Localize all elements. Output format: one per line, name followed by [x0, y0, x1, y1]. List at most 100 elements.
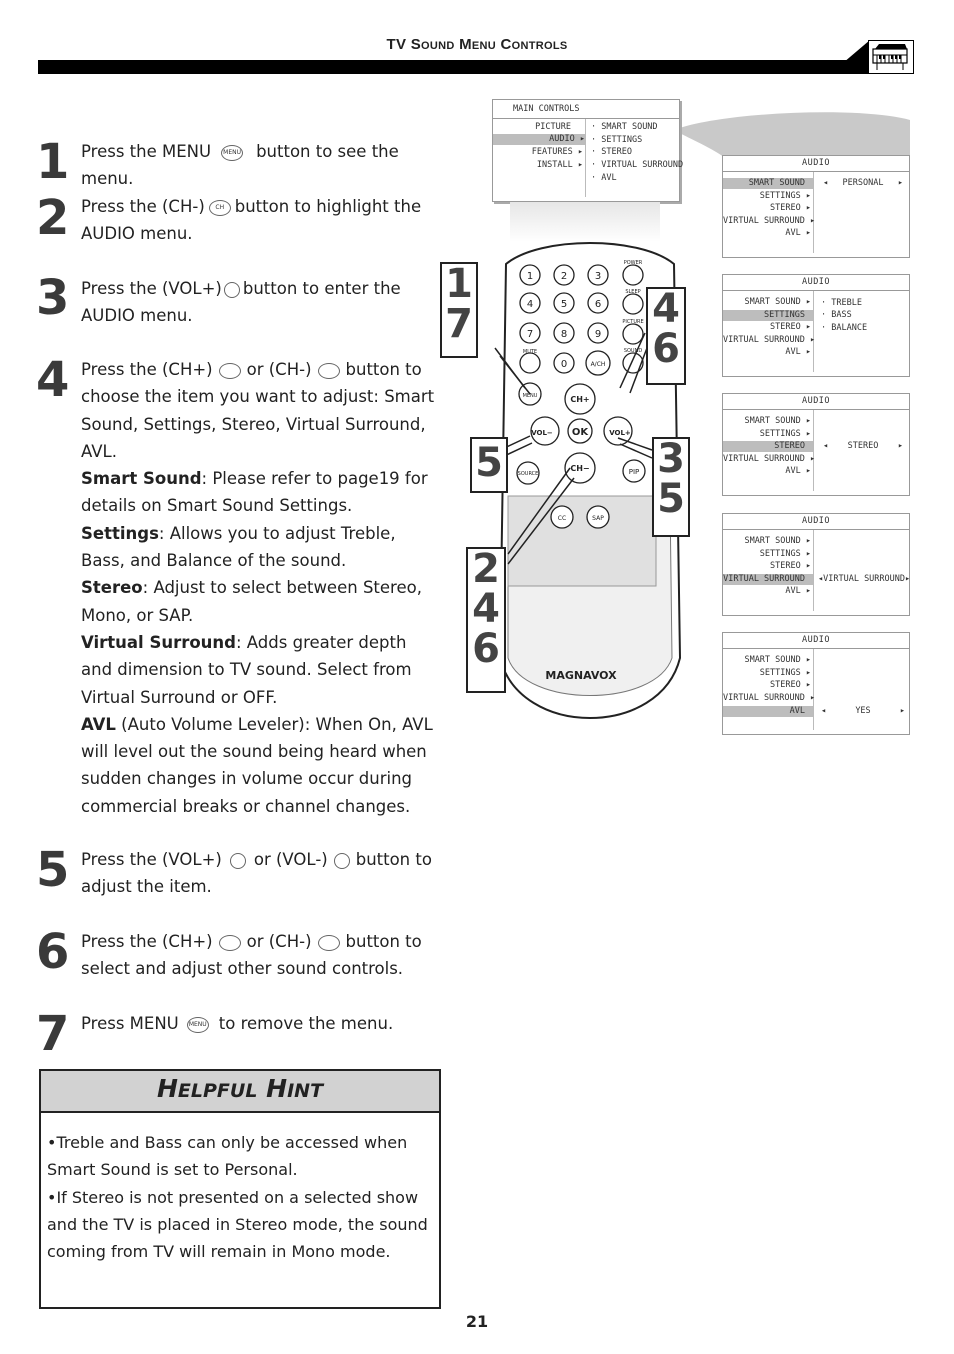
audio-menu-avl: AUDIO SMART SOUND ▸ SETTINGS ▸ STEREO ▸ …: [722, 632, 910, 735]
menu-item: SMART SOUND ▸: [744, 655, 811, 665]
menu-item-selected: SETTINGS: [723, 310, 813, 321]
helpful-hint-header: [41, 1071, 439, 1113]
step-number: 5: [36, 842, 70, 898]
vol-minus-label: VOL−: [531, 429, 553, 437]
menu-item: SETTINGS ▸: [759, 429, 811, 439]
submenu-item: · BALANCE: [821, 323, 868, 333]
menu-value: ◂PERSONAL▸: [823, 178, 903, 188]
helpful-hint-body: •Treble and Bass can only be accessed wh…: [47, 1129, 437, 1265]
menu-item: AVL ▸: [785, 347, 811, 357]
remote-control: 1 2 3 4 5 6 7 8 9 0 POWER SLEEP PICTURE …: [494, 242, 682, 719]
menu-item-selected: SMART SOUND: [723, 178, 813, 189]
menu-item: FEATURES ▸: [531, 147, 583, 157]
term-smart-sound: Smart Sound: [81, 469, 202, 489]
page-header-title: TV Sound Menu Controls: [386, 36, 568, 53]
main-controls-menu: MAIN CONTROLS PICTURE AUDIO ▸ FEATURES ▸…: [492, 99, 684, 202]
pip-label: PIP: [629, 468, 640, 476]
step-number: 2: [36, 190, 70, 246]
helpful-hint-title: HELPFUL HINT: [156, 1074, 324, 1103]
digit-6-label: 6: [595, 299, 601, 310]
step-6-text: Press the (CH+)or (CH-)button to select …: [81, 932, 422, 979]
step-3-text: Press the (VOL+)button to enter the AUDI…: [81, 279, 401, 326]
digit-2-label: 2: [561, 271, 567, 282]
menu-item: VIRTUAL SURROUND ▸: [723, 693, 816, 703]
menu-swoosh: [674, 112, 910, 157]
audio-menu-settings: AUDIO SMART SOUND ▸ SETTINGS STEREO ▸ VI…: [722, 274, 910, 377]
sound-label: SOUND: [624, 348, 643, 354]
submenu-item: · TREBLE: [821, 298, 862, 308]
callout-label: 5: [470, 437, 508, 493]
page-number: 21: [465, 1312, 489, 1331]
ch-up-label: CH+: [570, 395, 589, 404]
menu-item-selected: AVL: [723, 706, 813, 717]
menu-item: VIRTUAL SURROUND ▸: [723, 335, 816, 345]
digit-8-label: 8: [561, 329, 567, 340]
digit-1-label: 1: [527, 271, 533, 282]
term-virtual-surround: Virtual Surround: [81, 632, 236, 652]
submenu-item: · VIRTUAL SURROUND: [591, 160, 684, 170]
audio-menu-smart-sound: AUDIO SMART SOUND SETTINGS ▸ STEREO ▸ VI…: [722, 155, 910, 258]
menu-item: STEREO ▸: [770, 561, 811, 571]
header-wedge: [830, 40, 870, 74]
ch-down-button-icon: CH: [208, 199, 231, 216]
menu-item: STEREO ▸: [770, 322, 811, 332]
menu-item-selected: AUDIO ▸: [493, 134, 585, 145]
submenu-item: · BASS: [821, 310, 852, 320]
menu-item: AVL ▸: [785, 466, 811, 476]
menu-item: STEREO ▸: [770, 680, 811, 690]
menu-item-selected: VIRTUAL SURROUND: [723, 574, 813, 585]
ch-up-button-icon: [218, 362, 241, 379]
submenu-item: · SETTINGS: [591, 135, 643, 145]
hint-line: •If Stereo is not presented on a selecte…: [47, 1187, 428, 1262]
menu-item: SETTINGS ▸: [759, 191, 811, 201]
menu-button-icon: MENU: [221, 144, 244, 161]
menu-label: MENU: [523, 393, 538, 399]
vol-plus-button-icon: [229, 852, 246, 869]
ch-down-label: CH−: [570, 464, 589, 473]
menu-item: PICTURE: [535, 122, 571, 132]
menu-item-selected: STEREO: [723, 441, 813, 452]
step-number: 7: [36, 1006, 70, 1062]
term-settings: Settings: [81, 523, 159, 543]
submenu-item: · AVL: [591, 173, 617, 183]
piano-icon: [868, 40, 914, 74]
digit-0-label: 0: [561, 359, 567, 370]
digit-3-label: 3: [595, 271, 601, 282]
hint-line: •Treble and Bass can only be accessed wh…: [47, 1133, 408, 1180]
step-number: 4: [36, 352, 70, 408]
source-label: SOURCE: [518, 471, 539, 477]
menu-button-icon: MENU: [186, 1016, 209, 1033]
menu-item: VIRTUAL SURROUND ▸: [723, 216, 816, 226]
digit-9-label: 9: [595, 329, 601, 340]
menu-item: AVL ▸: [785, 586, 811, 596]
digit-4-label: 4: [527, 299, 533, 310]
cc-label: CC: [558, 515, 566, 522]
digit-5-label: 5: [561, 299, 567, 310]
brand-label: MAGNAVOX: [545, 669, 617, 682]
digit-7-label: 7: [527, 329, 533, 340]
menu-value: ◂YES▸: [821, 706, 905, 716]
step-5-text: Press the (VOL+)or (VOL-)button to adjus…: [81, 850, 432, 897]
picture-label: PICTURE: [622, 319, 643, 325]
menu-value: ◂STEREO▸: [823, 441, 903, 451]
menu-glow: [510, 202, 660, 242]
power-label: POWER: [624, 260, 643, 266]
audio-menu-virtual-surround: AUDIO SMART SOUND ▸ SETTINGS ▸ STEREO ▸ …: [722, 513, 910, 616]
menu-item: STEREO ▸: [770, 203, 811, 213]
mute-label: MUTE: [523, 349, 537, 355]
step-4-text: Press the (CH+)or (CH-)button to choose …: [81, 360, 435, 816]
menu-item: SETTINGS ▸: [759, 668, 811, 678]
term-avl: AVL: [81, 714, 116, 734]
sleep-label: SLEEP: [625, 289, 640, 295]
sap-label: SAP: [592, 515, 604, 522]
menu-item: SMART SOUND ▸: [744, 416, 811, 426]
ch-down-button-icon: [317, 934, 340, 951]
ch-up-button-icon: [218, 934, 241, 951]
step-number: 3: [36, 270, 70, 326]
